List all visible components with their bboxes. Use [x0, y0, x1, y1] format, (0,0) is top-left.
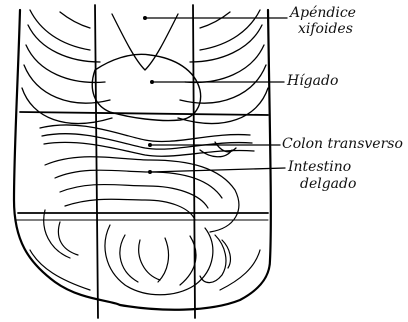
- label-higado: Hígado: [287, 74, 338, 89]
- label-apendice-line1: Apéndice: [290, 6, 356, 21]
- transverse-colon: [40, 125, 254, 157]
- label-intestino-line2: delgado: [300, 177, 356, 192]
- label-colon: Colon transverso: [282, 137, 403, 152]
- liver: [92, 54, 200, 120]
- marker-dots: [143, 16, 154, 174]
- small-intestine: [44, 157, 239, 295]
- colon-dot: [148, 143, 152, 147]
- intestine-dot: [148, 170, 152, 174]
- liver-dot: [150, 80, 154, 84]
- xiphoid-dot: [143, 16, 147, 20]
- label-apendice-line2: xifoides: [298, 22, 353, 37]
- rib-cage: [22, 10, 268, 123]
- label-intestino-line1: Intestino: [288, 160, 351, 175]
